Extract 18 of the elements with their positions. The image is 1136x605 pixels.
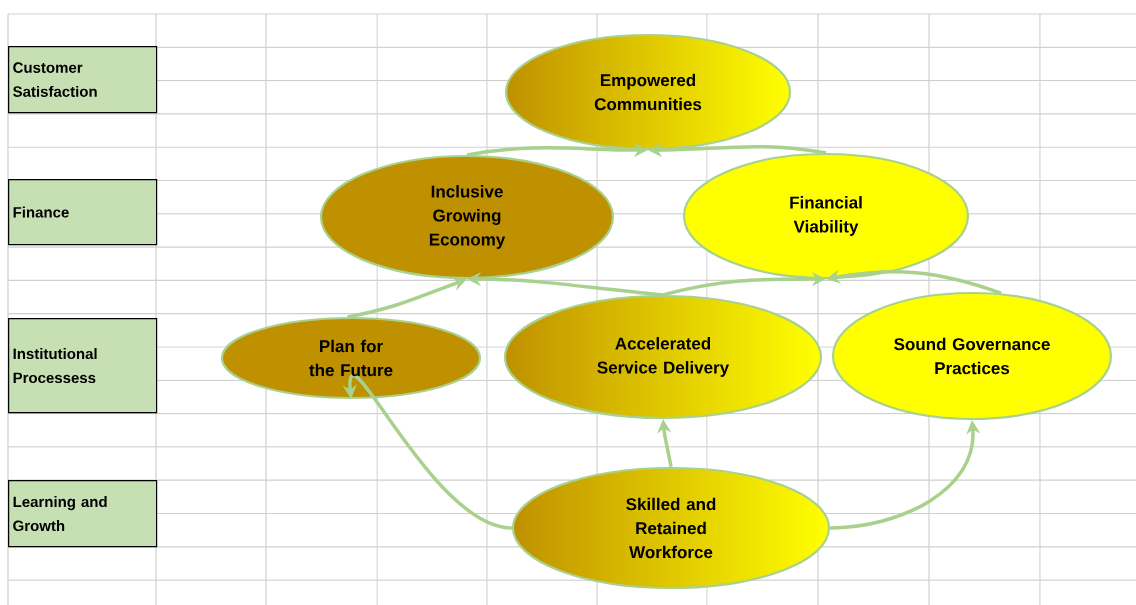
objective-ellipse [503,294,823,420]
ellipse-label: Inclusive Growing Economy [429,185,506,249]
objective-ellipse [831,291,1113,421]
ellipse-label: Plan for the Future [309,339,393,377]
row-label: Learning and Growth [8,480,158,548]
objective-ellipse [682,152,970,280]
row-label: Finance [8,179,158,246]
row-label: Customer Satisfaction [8,46,158,114]
objective-ellipse [511,466,831,590]
ellipse-label: Skilled and Retained Workforce [626,497,716,559]
ellipse-label: Empowered Communities [594,73,702,111]
objective-ellipse [504,33,792,151]
ellipse-label: Accelerated Service Delivery [597,337,730,377]
ellipse-label: Sound Governance Practices [894,337,1050,375]
row-label: Institutional Processess [8,318,158,414]
ellipse-label: Financial Viability [790,196,862,236]
objective-ellipse [220,316,482,400]
objective-ellipse [319,154,615,280]
